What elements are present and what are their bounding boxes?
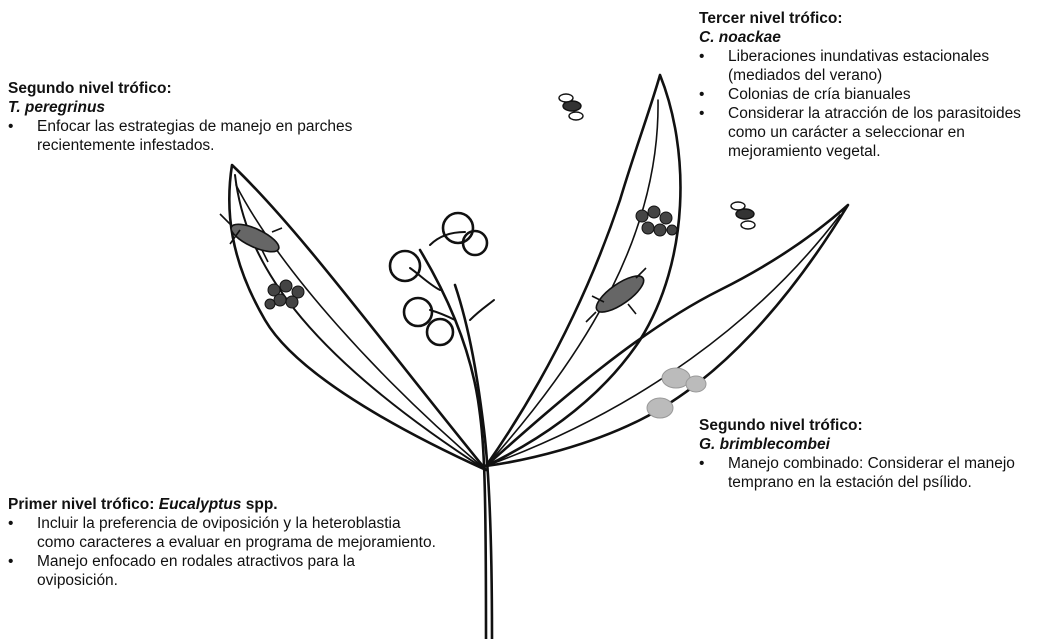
first-bullet-2: Manejo enfocado en rodales atractivos pa… (8, 552, 438, 590)
bud-2 (463, 231, 487, 255)
second-tp-bullet-1: Enfocar las estrategias de manejo en par… (8, 117, 368, 155)
second-level-gb-species: G. brimblecombei (699, 435, 1029, 454)
third-bullet-1: Liberaciones inundativas estacionales (m… (699, 47, 1049, 85)
third-bullet-3: Considerar la atracción de los parasitoi… (699, 104, 1049, 161)
second-level-tp-species: T. peregrinus (8, 98, 368, 117)
first-level-suffix: spp. (241, 496, 277, 513)
bud-3 (390, 251, 420, 281)
bud-4 (404, 298, 432, 326)
second-level-tp-block: Segundo nivel trófico: T. peregrinus Enf… (8, 79, 368, 155)
wasp-icon-2 (731, 202, 755, 229)
first-level-title: Primer nivel trófico: Eucalyptus spp. (8, 495, 438, 514)
second-level-gb-bullets: Manejo combinado: Considerar el manejo t… (699, 454, 1029, 492)
first-level-genus: Eucalyptus (159, 496, 242, 513)
bud-1 (443, 213, 473, 243)
bud-5 (427, 319, 453, 345)
second-gb-bullet-1: Manejo combinado: Considerar el manejo t… (699, 454, 1029, 492)
second-level-tp-bullets: Enfocar las estrategias de manejo en par… (8, 117, 368, 155)
third-level-bullets: Liberaciones inundativas estacionales (m… (699, 47, 1049, 161)
third-level-species: C. noackae (699, 28, 1049, 47)
second-level-tp-title: Segundo nivel trófico: (8, 79, 368, 98)
first-level-block: Primer nivel trófico: Eucalyptus spp. In… (8, 495, 438, 590)
third-level-block: Tercer nivel trófico: C. noackae Liberac… (699, 9, 1049, 161)
second-level-gb-block: Segundo nivel trófico: G. brimblecombei … (699, 416, 1029, 492)
wasp-icon-1 (559, 94, 583, 120)
egg-cluster-right (636, 206, 677, 236)
third-bullet-2: Colonias de cría bianuales (699, 85, 1049, 104)
third-level-title: Tercer nivel trófico: (699, 9, 1049, 28)
lerp-3 (647, 398, 673, 418)
first-bullet-1: Incluir la preferencia de oviposición y … (8, 514, 438, 552)
bud-stalk-4 (470, 300, 494, 320)
lerp-2 (686, 376, 706, 392)
left-leaf-midrib (236, 185, 486, 470)
first-level-bullets: Incluir la preferencia de oviposición y … (8, 514, 438, 590)
second-level-gb-title: Segundo nivel trófico: (699, 416, 1029, 435)
first-level-label: Primer nivel trófico: (8, 496, 159, 513)
